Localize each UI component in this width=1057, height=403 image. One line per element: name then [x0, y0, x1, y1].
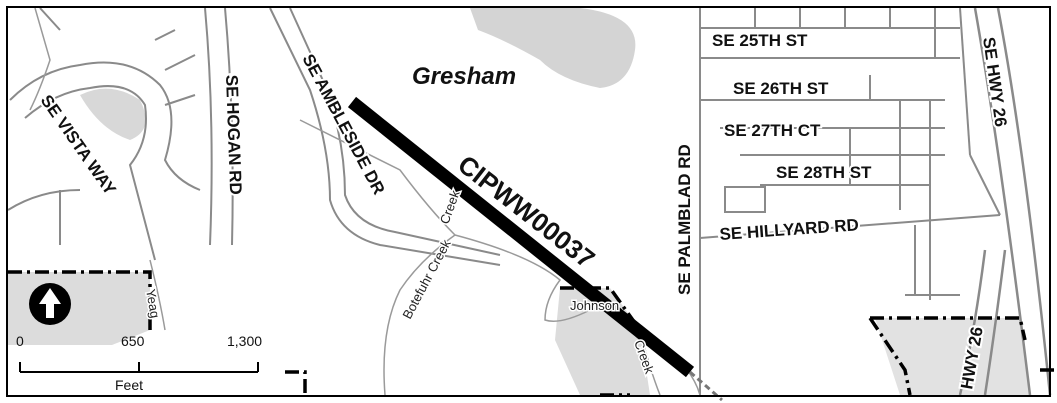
scale-tick-1300: 1,300	[227, 333, 262, 349]
west-roads	[7, 7, 501, 266]
scale-tick-650: 650	[121, 333, 145, 349]
park-area	[470, 8, 636, 88]
project-line-cipww00037	[347, 96, 695, 378]
street-label-se-27th-ct: SE 27TH CT	[724, 121, 821, 140]
north-arrow-icon	[29, 283, 71, 325]
street-label-se-26th-st: SE 26TH ST	[733, 79, 829, 98]
creek-label-yeager: Yeag	[143, 288, 163, 319]
map-frame	[6, 6, 1051, 397]
scale-bar: 0 650 1,300 Feet	[16, 333, 262, 393]
outside-area-right	[875, 318, 1030, 395]
street-label-se-25th-st: SE 25TH ST	[712, 31, 808, 50]
minor-roads	[699, 7, 1001, 395]
scale-tick-0: 0	[16, 333, 24, 349]
scale-unit: Feet	[115, 377, 143, 393]
creek-label-johnson: Johnson	[570, 298, 619, 313]
city-label: Gresham	[412, 63, 516, 90]
street-label-se-palmblad-rd: SE PALMBLAD RD	[675, 144, 694, 295]
street-label-se-28th-st: SE 28TH ST	[776, 163, 872, 182]
vista-way-green	[80, 88, 146, 140]
